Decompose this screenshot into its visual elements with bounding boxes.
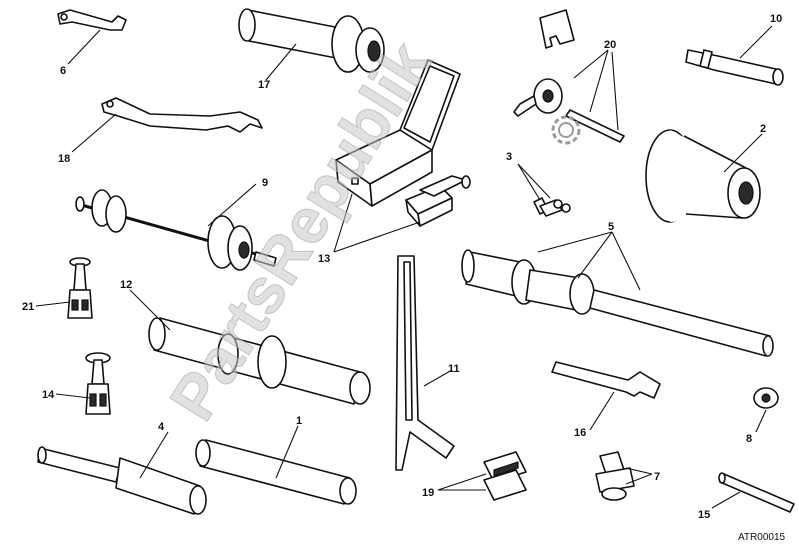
part-3-clips[interactable] bbox=[533, 197, 571, 217]
part-17-sleeve-tool[interactable] bbox=[238, 8, 385, 73]
callout-labels: 6 17 18 9 13 20 10 2 3 5 21 12 11 14 16 … bbox=[22, 13, 782, 521]
callout-9: 9 bbox=[262, 177, 268, 189]
callout-13: 13 bbox=[318, 253, 330, 265]
part-18-hook-spanner[interactable] bbox=[101, 97, 263, 133]
part-19-split-rings[interactable] bbox=[483, 451, 527, 501]
callout-18: 18 bbox=[58, 153, 70, 165]
callout-17: 17 bbox=[258, 79, 270, 91]
part-4-drift[interactable] bbox=[37, 446, 207, 515]
callout-2: 2 bbox=[760, 123, 766, 135]
callout-14: 14 bbox=[42, 389, 55, 401]
callout-8: 8 bbox=[746, 433, 752, 445]
part-15-pin[interactable] bbox=[718, 472, 795, 513]
part-11-holding-tool[interactable] bbox=[395, 255, 455, 471]
part-16-spanner[interactable] bbox=[551, 361, 661, 399]
part-6-hook-spanner[interactable] bbox=[57, 9, 127, 31]
callout-1: 1 bbox=[296, 415, 302, 427]
callout-15: 15 bbox=[698, 509, 710, 521]
callout-16: 16 bbox=[574, 427, 586, 439]
callout-10: 10 bbox=[770, 13, 782, 25]
part-13-clamp-tool[interactable] bbox=[405, 175, 471, 227]
part-13-tool-case[interactable] bbox=[335, 59, 461, 207]
part-7-adaptor[interactable] bbox=[595, 451, 635, 501]
callout-12: 12 bbox=[120, 279, 132, 291]
callout-20: 20 bbox=[604, 39, 616, 51]
callout-21: 21 bbox=[22, 301, 34, 313]
callout-4: 4 bbox=[158, 421, 165, 433]
part-5-stepped-drift[interactable] bbox=[461, 249, 774, 358]
part-8-nut[interactable] bbox=[753, 387, 779, 409]
part-12-long-sleeve[interactable] bbox=[148, 317, 371, 405]
part-14-puller[interactable] bbox=[85, 352, 111, 415]
callout-3: 3 bbox=[506, 151, 512, 163]
callout-11: 11 bbox=[448, 363, 460, 375]
callout-5: 5 bbox=[608, 221, 614, 233]
callout-6: 6 bbox=[60, 65, 66, 77]
part-1-sleeve[interactable] bbox=[195, 439, 357, 505]
leader-lines bbox=[35, 25, 773, 509]
part-2-flange-cylinder[interactable] bbox=[645, 129, 761, 223]
callout-19: 19 bbox=[422, 487, 434, 499]
gear-icon bbox=[551, 115, 581, 145]
part-21-small-puller[interactable] bbox=[67, 257, 93, 319]
part-20-gauge-set[interactable] bbox=[513, 9, 625, 143]
callout-7: 7 bbox=[654, 471, 660, 483]
part-9-bearing-puller[interactable] bbox=[75, 189, 277, 271]
drawing-code: ATR00015 bbox=[738, 532, 786, 543]
part-10-pin-drift[interactable] bbox=[685, 49, 784, 86]
